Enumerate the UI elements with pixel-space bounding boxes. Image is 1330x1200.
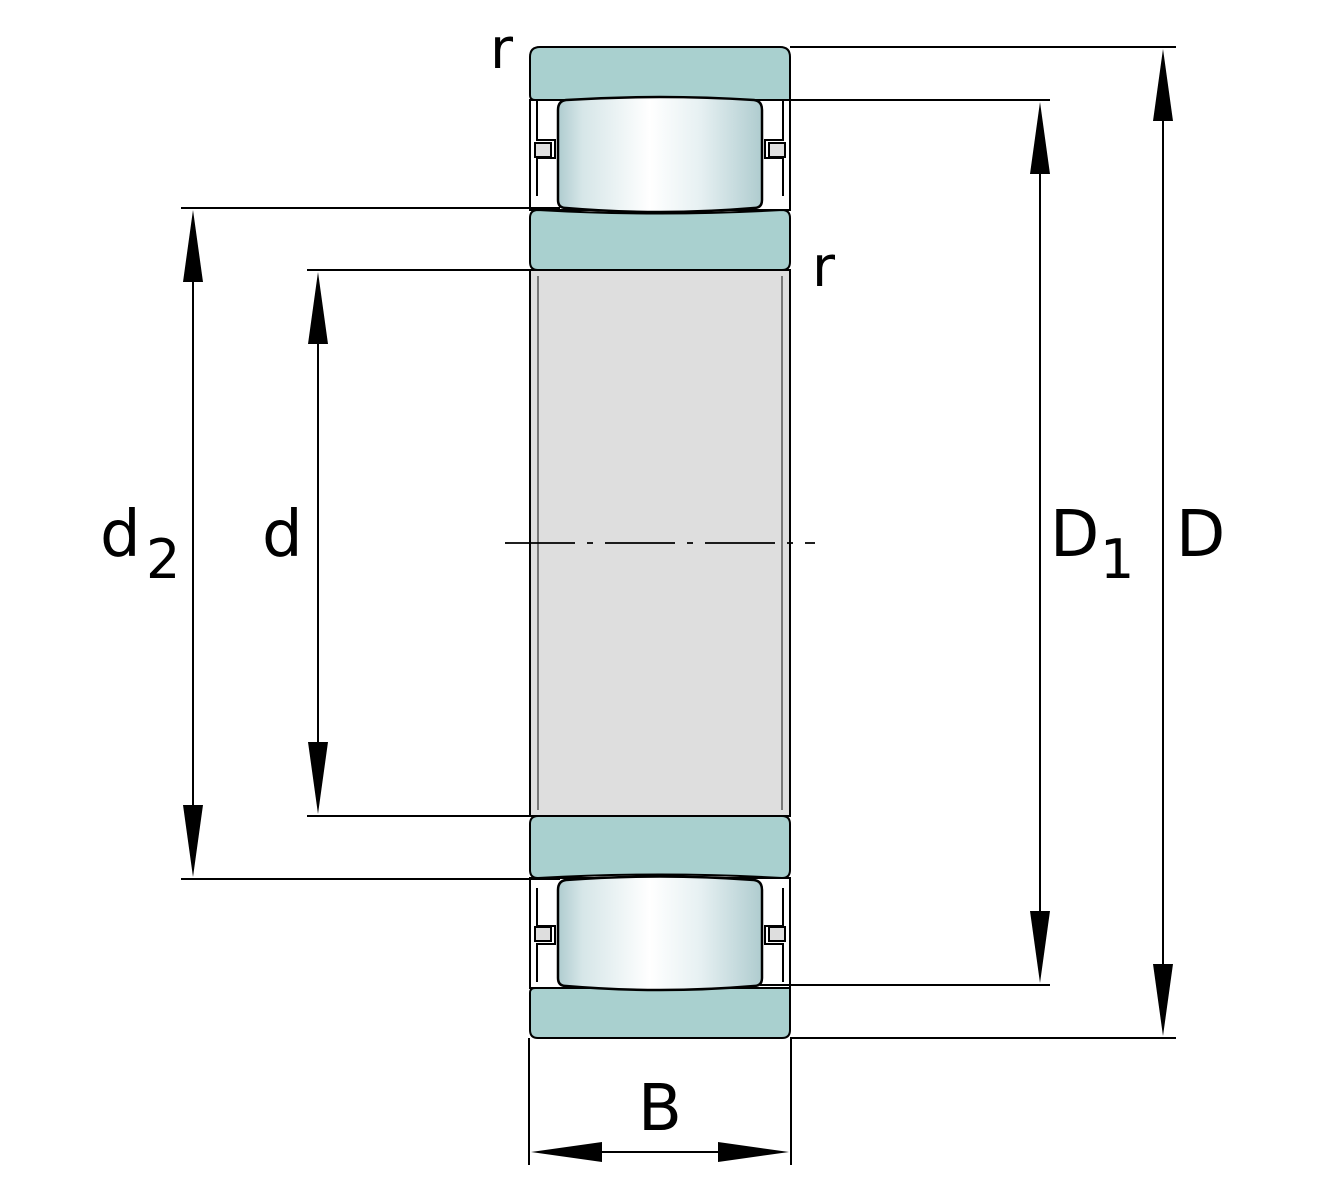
- label-d2-main: d: [100, 498, 141, 572]
- dimension-B: [531, 1142, 789, 1162]
- dimension-D1: [1030, 102, 1050, 983]
- label-r-inner: r: [812, 235, 836, 300]
- dimension-d: [308, 272, 328, 814]
- label-d2-sub: 2: [146, 528, 180, 591]
- label-D: D: [1176, 498, 1225, 572]
- cage-bottom: [534, 888, 786, 982]
- outer-ring-top: [529, 46, 791, 101]
- label-D1-main: D: [1050, 498, 1099, 572]
- dimension-D: [1153, 49, 1173, 1036]
- extension-lines: [181, 46, 1176, 1165]
- label-d: d: [262, 498, 303, 572]
- label-B: B: [638, 1072, 682, 1146]
- label-D1: D1: [1050, 498, 1134, 591]
- cage-top: [534, 100, 786, 196]
- roller-top: [556, 95, 764, 214]
- inner-ring-bottom: [529, 815, 791, 880]
- bearing-section: [529, 46, 791, 1039]
- label-r-top: r: [490, 17, 514, 82]
- outer-ring-bottom: [529, 987, 791, 1039]
- dimension-d2: [183, 210, 203, 877]
- inner-ring-top: [529, 208, 791, 271]
- dimension-lines: [183, 49, 1173, 1162]
- roller-bottom: [556, 875, 764, 992]
- label-d2: d2: [100, 498, 180, 591]
- dimension-labels: r r d2 d D1 D B: [100, 17, 1225, 1146]
- label-D1-sub: 1: [1100, 528, 1134, 591]
